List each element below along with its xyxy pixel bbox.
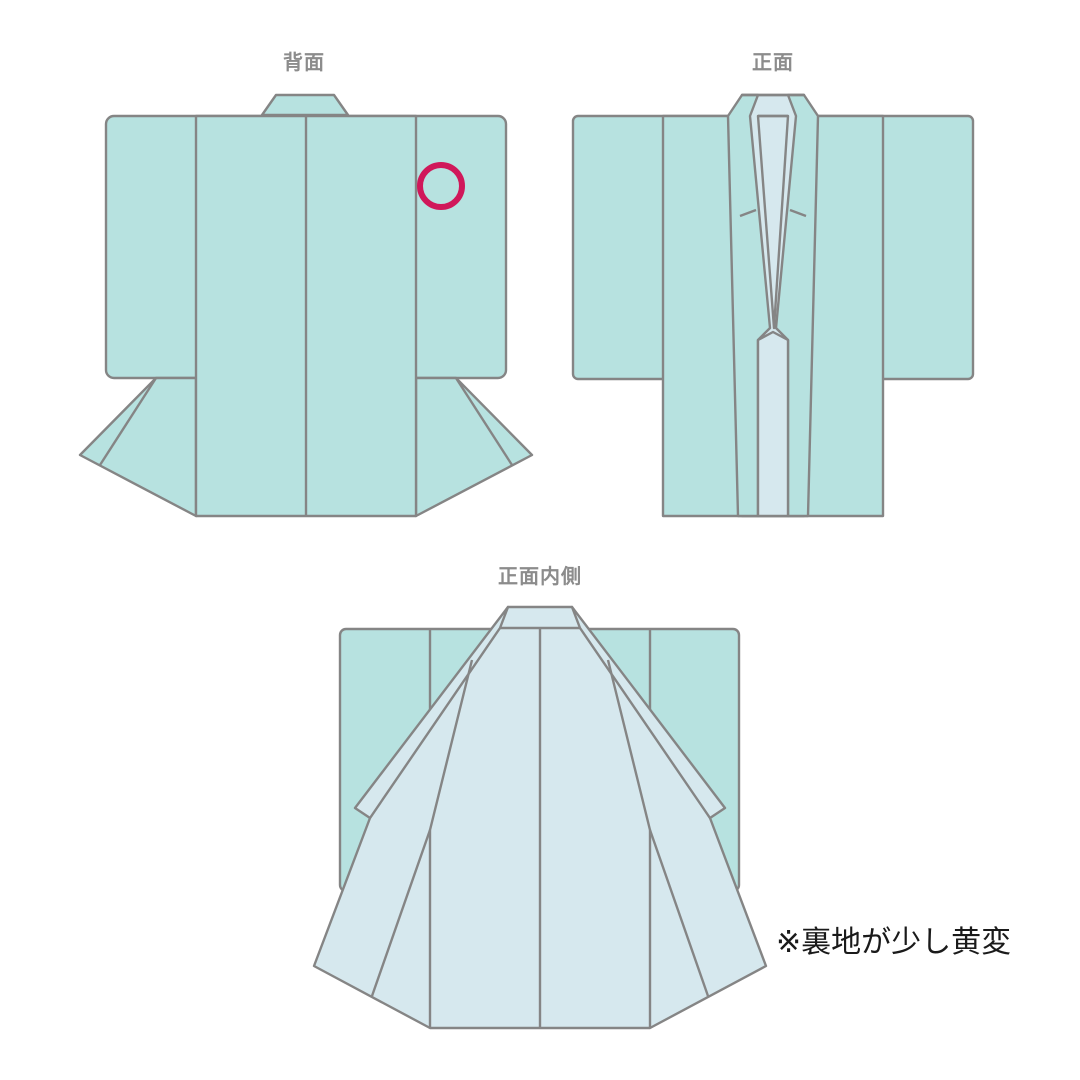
flaw-marker-circle (417, 162, 465, 210)
front-inside-view (312, 605, 768, 1030)
front-inside-view-label: 正面内側 (498, 564, 582, 588)
back-left-skirt (78, 376, 198, 518)
inside-right-collar (570, 605, 727, 820)
inside-left-collar (353, 605, 510, 820)
back-view (78, 93, 534, 518)
back-collar (260, 93, 350, 117)
lining-yellowing-note: ※裏地が少し黄変 (776, 925, 1012, 960)
front-view-label: 正面 (752, 50, 794, 74)
front-view (571, 93, 975, 518)
back-view-label: 背面 (283, 50, 325, 74)
back-right-skirt (414, 376, 534, 518)
